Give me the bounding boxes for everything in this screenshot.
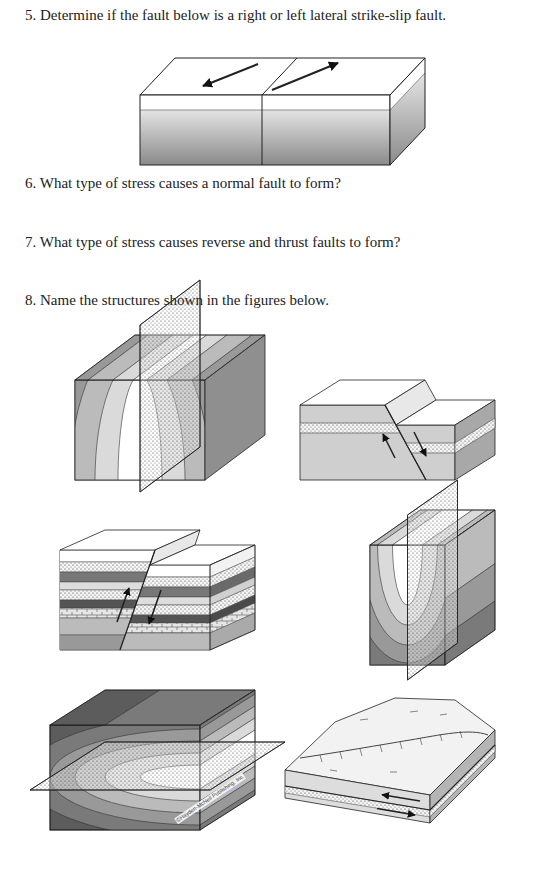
reverse-fault-block-part-part bbox=[55, 550, 165, 562]
thrust-fault-block-part-part bbox=[380, 745, 382, 752]
normal-fault-block-part bbox=[414, 432, 426, 456]
syncline-block-part bbox=[408, 480, 458, 680]
thrust-fault-block-part bbox=[285, 770, 430, 823]
normal-fault-block-part bbox=[390, 443, 460, 453]
reverse-fault-block-part bbox=[210, 545, 255, 650]
thrust-fault-block-part bbox=[377, 809, 415, 816]
normal-fault-block-part bbox=[385, 405, 426, 480]
thrust-fault-block-part bbox=[430, 745, 495, 817]
strike-slip-block-part bbox=[140, 95, 390, 165]
reverse-fault-block-part-part bbox=[115, 597, 215, 605]
thrust-fault-block-part-part bbox=[440, 714, 447, 715]
reverse-fault-block-part-part bbox=[115, 565, 215, 577]
normal-fault-block-part bbox=[455, 418, 495, 453]
thrust-fault-block-part bbox=[285, 786, 430, 817]
thrust-fault-block-part-part bbox=[410, 711, 418, 712]
reverse-fault-block-part bbox=[149, 590, 161, 624]
strike-slip-block-part bbox=[262, 58, 297, 95]
thrust-fault-block-part bbox=[320, 711, 462, 772]
thrust-fault-block-part bbox=[430, 730, 495, 823]
recumbent-fold-block-part bbox=[30, 742, 285, 790]
anticline-block-part bbox=[140, 280, 200, 492]
reverse-fault-block-part-part bbox=[115, 605, 215, 615]
normal-fault-block-part bbox=[455, 400, 495, 480]
thrust-fault-block-part-part bbox=[390, 772, 397, 773]
copyright-note: ©Hayden-McNeil Publishing, Inc. bbox=[174, 772, 246, 824]
thrust-fault-block-part-part bbox=[440, 734, 442, 741]
normal-fault-block bbox=[300, 380, 495, 480]
strike-slip-block-part bbox=[140, 58, 425, 95]
normal-fault-block-part-part bbox=[390, 443, 460, 453]
recumbent-fold-block-part-part bbox=[50, 725, 200, 830]
question-text: 6. What type of stress causes a normal f… bbox=[25, 174, 341, 192]
reverse-fault-block-part-part bbox=[115, 577, 215, 587]
recumbent-fold-block-part bbox=[30, 742, 285, 790]
strike-slip-block-part bbox=[140, 110, 390, 111]
thrust-fault-block-part-part bbox=[460, 731, 462, 738]
thrust-fault-block-part-part bbox=[360, 749, 362, 756]
syncline-block-part bbox=[408, 480, 458, 680]
reverse-fault-block-part-part bbox=[115, 587, 215, 597]
strike-slip-block-part bbox=[140, 110, 390, 165]
normal-fault-block-part bbox=[383, 434, 395, 458]
syncline-block bbox=[328, 405, 496, 685]
strike-slip-block-part bbox=[262, 95, 263, 165]
thrust-fault-block-part-part bbox=[340, 752, 342, 759]
thrust-fault-block-part-part bbox=[320, 755, 322, 762]
reverse-fault-block-part-part bbox=[115, 633, 215, 650]
reverse-fault-block bbox=[55, 530, 255, 650]
strike-slip-block-part bbox=[390, 73, 425, 165]
strike-slip-block-part bbox=[390, 58, 425, 165]
thrust-fault-block-part bbox=[300, 732, 488, 758]
strike-slip-block-part bbox=[203, 64, 258, 86]
strike-slip-block-part bbox=[390, 73, 425, 110]
thrust-fault-block bbox=[285, 698, 495, 823]
syncline-block-part bbox=[370, 545, 445, 665]
thrust-fault-block-part bbox=[285, 786, 430, 810]
recumbent-fold-block-part bbox=[50, 725, 200, 830]
strike-slip-block-part bbox=[272, 63, 338, 90]
anticline-block-part bbox=[205, 335, 265, 480]
reverse-fault-block-part bbox=[115, 565, 215, 650]
reverse-fault-block-part-part bbox=[115, 623, 215, 633]
thrust-fault-block-part bbox=[382, 795, 420, 801]
thrust-fault-block-part-part bbox=[400, 742, 402, 749]
reverse-fault-block-part bbox=[210, 545, 255, 650]
reverse-fault-block-part-part bbox=[210, 613, 255, 650]
anticline-block-part-part bbox=[75, 380, 205, 480]
question-text: 7. What type of stress causes reverse an… bbox=[25, 233, 400, 251]
anticline-block-part bbox=[140, 280, 200, 492]
thrust-fault-block-part-part bbox=[330, 770, 337, 771]
thrust-fault-block-part bbox=[430, 745, 495, 810]
strike-slip-block-part bbox=[140, 95, 390, 110]
anticline-block bbox=[20, 265, 265, 695]
anticline-block-part bbox=[75, 380, 205, 480]
syncline-block-part-part bbox=[370, 545, 445, 665]
strike-slip-block bbox=[140, 58, 425, 165]
reverse-fault-block-part bbox=[117, 588, 129, 622]
thrust-fault-block-part-part bbox=[285, 786, 430, 817]
thrust-fault-block-part-part bbox=[420, 738, 422, 745]
question-text: 5. Determine if the fault below is a rig… bbox=[25, 6, 446, 24]
thrust-fault-block-part-part bbox=[360, 719, 368, 720]
question-text: 8. Name the structures shown in the figu… bbox=[25, 291, 329, 309]
